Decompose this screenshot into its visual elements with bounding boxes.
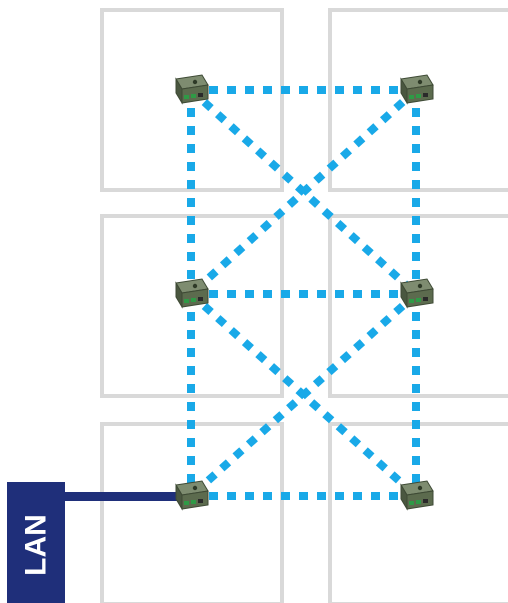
- network-device-icon: [401, 75, 433, 103]
- network-device-icon: [176, 279, 208, 307]
- mesh-links: [191, 90, 416, 496]
- network-device-icon: [401, 279, 433, 307]
- panel-r3-c2: [330, 424, 508, 603]
- lan-uplink-cable: [60, 492, 191, 501]
- lan-uplink: [60, 492, 191, 501]
- network-device-icon: [176, 75, 208, 103]
- lan-label: LAN: [20, 514, 53, 576]
- network-device-icon: [176, 481, 208, 509]
- panel-grid: [102, 10, 508, 603]
- network-device-icon: [401, 481, 433, 509]
- lan-box: LAN: [7, 482, 65, 603]
- panel-r3-c1: [102, 424, 282, 603]
